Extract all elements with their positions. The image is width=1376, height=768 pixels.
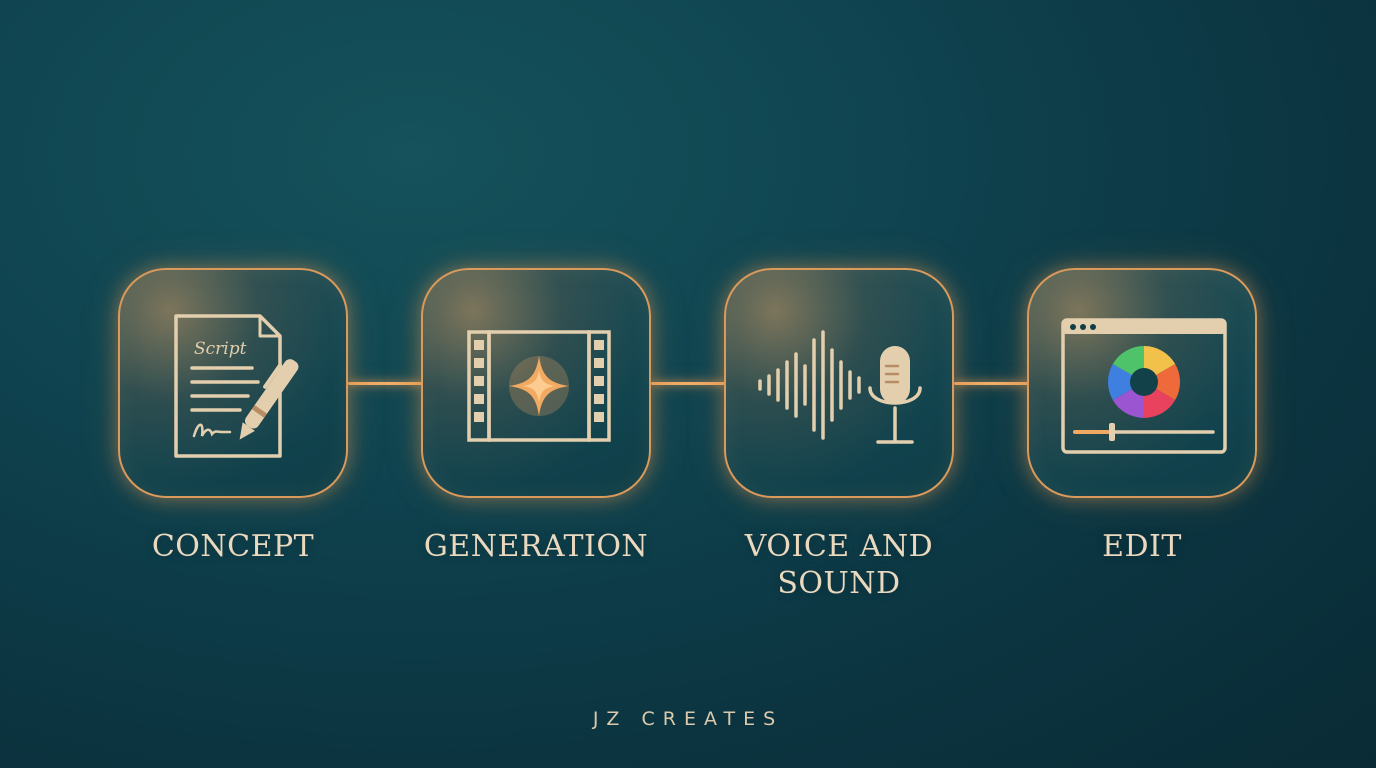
connector-generation-voice	[651, 382, 727, 385]
step-label-line: VOICE AND	[744, 529, 934, 564]
step-label-line: GENERATION	[423, 529, 649, 564]
script-document-with-pen-icon: Script	[174, 314, 299, 458]
script-label-text: Script	[194, 339, 247, 359]
brand-footer: JZ CREATES	[592, 708, 784, 730]
step-label-generation: GENERATION	[386, 528, 686, 565]
step-label-line: SOUND	[777, 566, 901, 601]
step-concept-box: Script	[118, 268, 348, 498]
film-strip-sparkle-icon	[467, 330, 611, 442]
step-edit-box	[1027, 268, 1257, 498]
step-label-line: EDIT	[1102, 529, 1182, 564]
connector-voice-edit	[954, 382, 1030, 385]
step-label-edit: EDIT	[992, 528, 1292, 565]
video-editor-color-wheel-icon	[1061, 318, 1227, 454]
step-generation-box	[421, 268, 651, 498]
step-label-concept: CONCEPT	[83, 528, 383, 565]
step-voice-sound-box	[724, 268, 954, 498]
connector-concept-generation	[348, 382, 424, 385]
step-label-line: CONCEPT	[151, 529, 315, 564]
sound-wave-microphone-icon	[758, 330, 922, 444]
step-label-voice-sound: VOICE AND SOUND	[689, 528, 989, 602]
